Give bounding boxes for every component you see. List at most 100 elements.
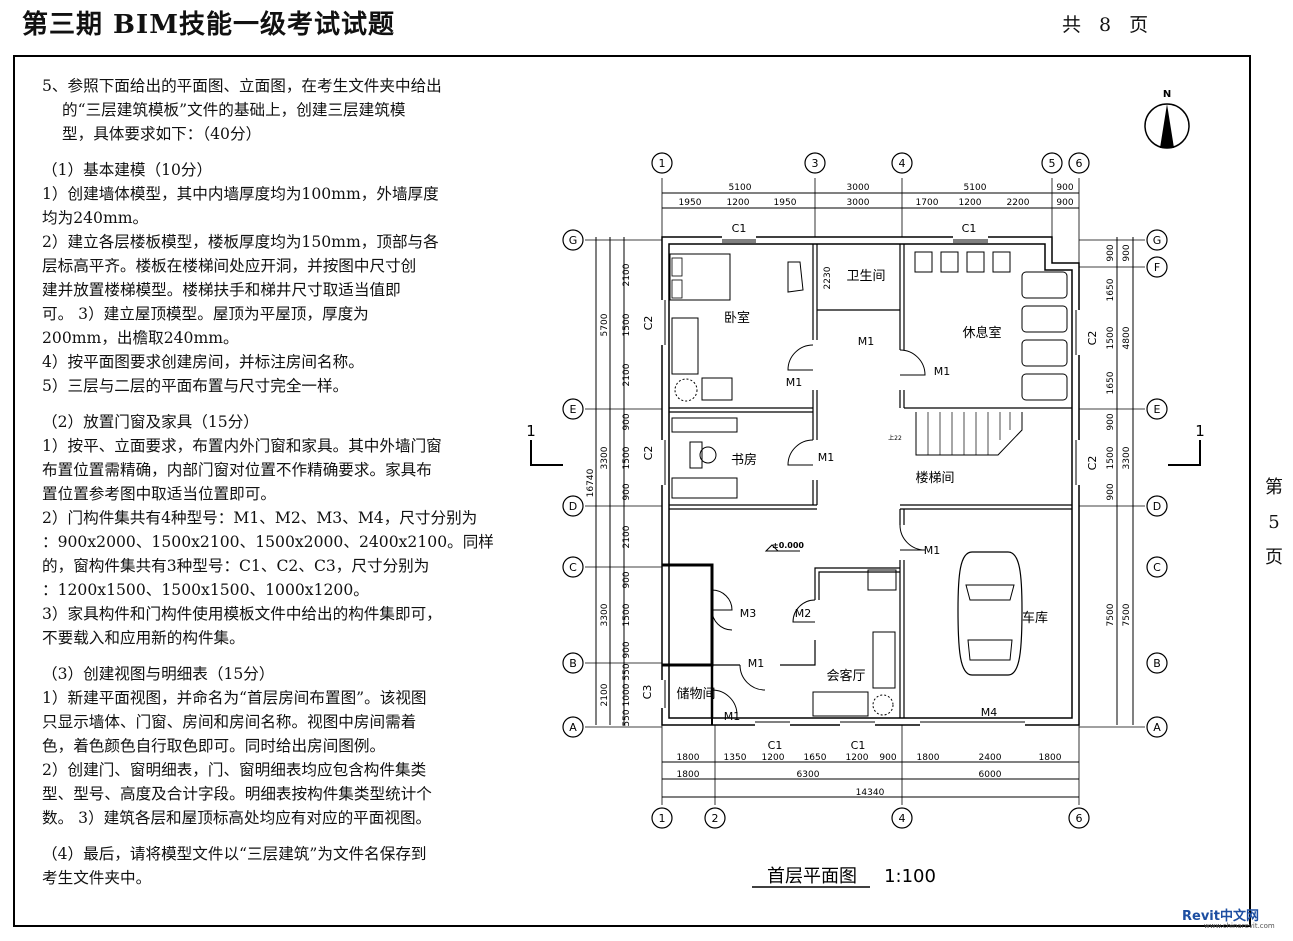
grid-bubble-right: E [1154,403,1161,416]
grid-bubble-left: E [570,403,577,416]
bottom-dim-1: 2400 [979,753,1002,763]
room-label: 楼梯间 [915,471,954,486]
side-page-char: 第 [1265,477,1283,498]
text-line: 5）三层与二层的平面布置与尺寸完全一样。 [42,377,349,395]
stair-note: 上22 [888,434,902,442]
grid-bubble-left-bubble [562,556,584,578]
grid-bubble-right: A [1153,721,1161,734]
window-tag: C1 [851,739,866,752]
grid-bubble-right-bubble [1146,398,1168,420]
top-dim-2: 900 [1056,198,1073,208]
grid-bubble-top: 3 [812,157,819,170]
room-label: 储物间 [676,687,715,702]
dim-2230: 2230 [823,266,833,289]
window-tag: C1 [732,222,747,235]
intro-line: 的“三层建筑模板”文件的基础上，创建三层建筑模 [62,101,406,119]
intro-line: 5、参照下面给出的平面图、立面图，在考生文件夹中给出 [42,77,442,95]
top-dim-2: 3000 [847,198,870,208]
window-tag: C2 [642,316,655,331]
grid-bubble-left: A [569,721,577,734]
bottom-dim-2: 6000 [979,770,1002,780]
grid-bubble-left-bubble [562,716,584,738]
top-dim-1: 900 [1056,183,1073,193]
grid-bubble-top-bubble [804,152,826,174]
grid-bubble-bottom: 4 [899,812,906,825]
grid-bubble-top-bubble [891,152,913,174]
text-line: 数。 3）建筑各层和屋顶标高处均应有对应的平面视图。 [42,809,432,827]
page-title: 第三期 BIM技能一级考试试题 [22,10,395,40]
text-line: 色，着色颜色自行取色即可。同时给出房间图例。 [42,737,386,755]
top-dim-2: 1950 [679,198,702,208]
revit-logo: Revit中文网 www.chinarevit.com [1182,905,1275,930]
plan-caption: 首层平面图 [767,866,857,887]
door-tag: M1 [786,376,803,389]
text-line: ：1200x1500、1500x1500、1000x1200。 [42,581,369,599]
door-tag: M1 [818,451,835,464]
north-arrow: N [1144,89,1190,149]
level-mark: ±0.000 [772,541,804,550]
grid-bubble-left: G [569,234,578,247]
grid-bubble-bottom: 6 [1076,812,1083,825]
text-line: 型、型号、高度及合计字段。明细表按构件集类型统计个 [42,785,432,803]
door-tag: M4 [981,706,998,719]
window-tag: C1 [768,739,783,752]
left-dim-2: 900 [622,483,632,500]
content-frame [13,55,1251,927]
grid-bubble-right: B [1153,657,1161,670]
room-label: 会客厅 [826,668,865,684]
logo-brand: Revit中文网 [1182,909,1259,924]
grid-bubble-right-bubble [1146,229,1168,251]
text-line: 200mm，出檐取240mm。 [42,329,239,347]
right-dim-2: 900 [1106,413,1116,430]
room-label: 休息室 [962,325,1001,341]
section-title: （4）最后，请将模型文件以“三层建筑”为文件名保存到 [42,845,427,863]
bottom-dim-1: 1800 [677,753,700,763]
right-dim-2: 1500 [1106,326,1116,349]
left-dim-2: 900 [622,641,632,658]
right-dim-2: 900 [1106,244,1116,261]
grid-bubble-left-bubble [562,398,584,420]
grid-bubble-bottom: 2 [712,812,719,825]
top-dim-2: 2200 [1007,198,1030,208]
grid-bubble-right-bubble [1146,716,1168,738]
logo-url: www.chinarevit.com [1204,922,1275,930]
section-title: （3）创建视图与明细表（15分） [42,665,275,683]
left-dim-2: 1500 [622,446,632,469]
bottom-dim-1: 1650 [804,753,827,763]
grid-bubble-top: 5 [1049,157,1056,170]
room-label: 卫生间 [846,269,885,284]
grid-bubble-top: 6 [1076,157,1083,170]
grid-bubble-bottom-bubble [704,807,726,829]
total-pages-label: 共 8 页 [1062,14,1149,36]
grid-bubble-left-bubble [562,229,584,251]
grid-bubble-right-bubble [1146,495,1168,517]
left-dim-2: 2100 [622,363,632,386]
text-line: 1）创建墙体模型，其中内墙厚度均为100mm，外墙厚度 [42,185,439,203]
bottom-dim-1: 1800 [917,753,940,763]
text-line: 只显示墙体、门窗、房间和房间名称。视图中房间需着 [42,713,417,731]
grid-bubble-left-bubble [562,652,584,674]
text-line: 4）按平面图要求创建房间，并标注房间名称。 [42,353,364,371]
text-line: 建并放置楼梯模型。楼梯扶手和梯井尺寸取适当值即 [42,281,401,299]
text-line: 置位置参考图中取适当位置即可。 [42,485,276,503]
left-dim-2: 900 [622,571,632,588]
section-mark-left: 1 [526,422,536,440]
left-dim-1: 3300 [600,603,610,626]
grid-bubble-right-bubble [1146,256,1168,278]
window-tag: C2 [1086,456,1099,471]
right-dim-2: 1650 [1106,278,1116,301]
left-dim-2: 2100 [622,525,632,548]
intro-line: 型，具体要求如下：（40分） [62,125,262,143]
right-dim-2: 7500 [1106,603,1116,626]
bottom-dim-1: 900 [879,753,896,763]
section-mark-right: 1 [1195,422,1205,440]
right-dim-1: 4800 [1122,326,1132,349]
window-tag: C2 [1086,331,1099,346]
side-page-char: 5 [1268,512,1280,533]
grid-bubble-right-bubble [1146,556,1168,578]
door-tag: M1 [748,657,765,670]
grid-bubble-top-bubble [1041,152,1063,174]
right-dim-2: 900 [1106,483,1116,500]
section-title: （1）基本建模（10分） [42,161,213,179]
grid-bubble-left: C [569,561,577,574]
